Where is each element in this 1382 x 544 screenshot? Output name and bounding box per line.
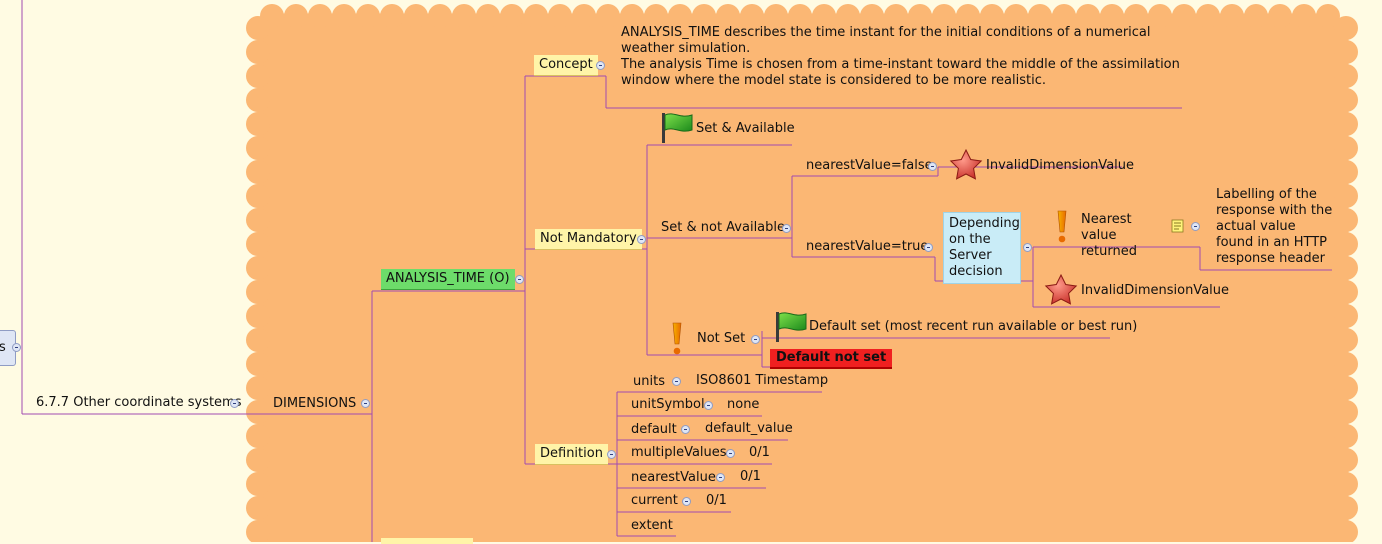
topic-analysis-time[interactable]: ANALYSIS_TIME (O) [381, 269, 515, 290]
red-star-icon [949, 148, 983, 180]
topic-labelling-response[interactable]: Labelling of the response with the actua… [1216, 187, 1333, 266]
topic-not-mandatory[interactable]: Not Mandatory [535, 229, 642, 250]
definition-row-value[interactable]: ISO8601 Timestamp [696, 373, 829, 388]
collapse-toggle-icon[interactable] [637, 235, 646, 244]
definition-row-key[interactable]: extent [631, 518, 673, 533]
topic-nearest-value-false[interactable]: nearestValue=false [806, 158, 933, 173]
topic-default-not-set[interactable]: Default not set [770, 349, 893, 369]
collapse-toggle-icon[interactable] [704, 401, 713, 410]
topic-default-set[interactable]: Default set (most recent run available o… [809, 319, 1138, 334]
offscreen-topic[interactable] [381, 538, 473, 544]
topic-depending-on-server[interactable]: Depending on the Server decision [943, 212, 1021, 284]
collapse-toggle-icon[interactable] [726, 449, 735, 458]
definition-row-value[interactable]: 0/1 [749, 445, 770, 460]
exclamation-icon [1057, 210, 1067, 243]
definition-row-value[interactable]: 0/1 [706, 493, 727, 508]
red-star-icon [1044, 273, 1078, 305]
collapse-toggle-icon[interactable] [515, 275, 524, 284]
definition-row-key[interactable]: units [633, 374, 665, 389]
topic-definition[interactable]: Definition [535, 444, 608, 465]
collapse-toggle-icon[interactable] [716, 473, 725, 482]
collapse-toggle-icon[interactable] [672, 377, 681, 386]
topic-not-set[interactable]: Not Set [697, 331, 746, 346]
topic-other-coordinate-systems[interactable]: 6.7.7 Other coordinate systems [36, 395, 242, 410]
topic-set-available[interactable]: Set & Available [696, 121, 795, 136]
topic-dimensions[interactable]: DIMENSIONS [273, 396, 357, 411]
connector-lines [4, 0, 1332, 542]
collapse-toggle-icon[interactable] [751, 335, 760, 344]
definition-row-value[interactable]: 0/1 [740, 469, 761, 484]
collapse-toggle-icon[interactable] [1023, 243, 1032, 252]
definition-row-value[interactable]: default_value [705, 421, 793, 436]
collapse-toggle-icon[interactable] [12, 343, 21, 352]
topic-invalid-dimension-value-1[interactable]: InvalidDimensionValue [986, 158, 1135, 173]
concept-description-1: ANALYSIS_TIME describes the time instant… [621, 25, 1151, 56]
topic-invalid-dimension-value-2[interactable]: InvalidDimensionValue [1081, 283, 1230, 298]
collapse-toggle-icon[interactable] [1191, 222, 1200, 231]
definition-row-key[interactable]: unitSymbol [631, 397, 705, 412]
note-icon[interactable] [1171, 219, 1184, 233]
collapse-toggle-icon[interactable] [682, 497, 691, 506]
cloud-boundary [246, 4, 1358, 542]
definition-row-key[interactable]: nearestValue [631, 470, 716, 485]
definition-row-value[interactable]: none [727, 397, 760, 412]
collapse-toggle-icon[interactable] [230, 399, 239, 408]
collapse-toggle-icon[interactable] [782, 224, 791, 233]
collapse-toggle-icon[interactable] [607, 450, 616, 459]
collapse-toggle-icon[interactable] [361, 399, 370, 408]
concept-description-2: The analysis Time is chosen from a time-… [621, 57, 1180, 88]
green-flag-icon [662, 113, 693, 143]
definition-row-key[interactable]: current [631, 493, 678, 508]
exclamation-icon [672, 322, 682, 355]
green-flag-icon [776, 312, 807, 342]
collapse-toggle-icon[interactable] [924, 243, 933, 252]
definition-row-key[interactable]: multipleValues [631, 445, 727, 460]
topic-nearest-value-returned[interactable]: Nearest value returned [1081, 212, 1137, 259]
collapse-toggle-icon[interactable] [928, 162, 937, 171]
topic-set-not-available[interactable]: Set & not Available [661, 220, 786, 235]
definition-row-key[interactable]: default [631, 422, 677, 437]
collapse-toggle-icon[interactable] [596, 61, 605, 70]
topic-nearest-value-true[interactable]: nearestValue=true [806, 239, 929, 254]
topic-concept[interactable]: Concept [534, 55, 598, 76]
collapse-toggle-icon[interactable] [681, 425, 690, 434]
